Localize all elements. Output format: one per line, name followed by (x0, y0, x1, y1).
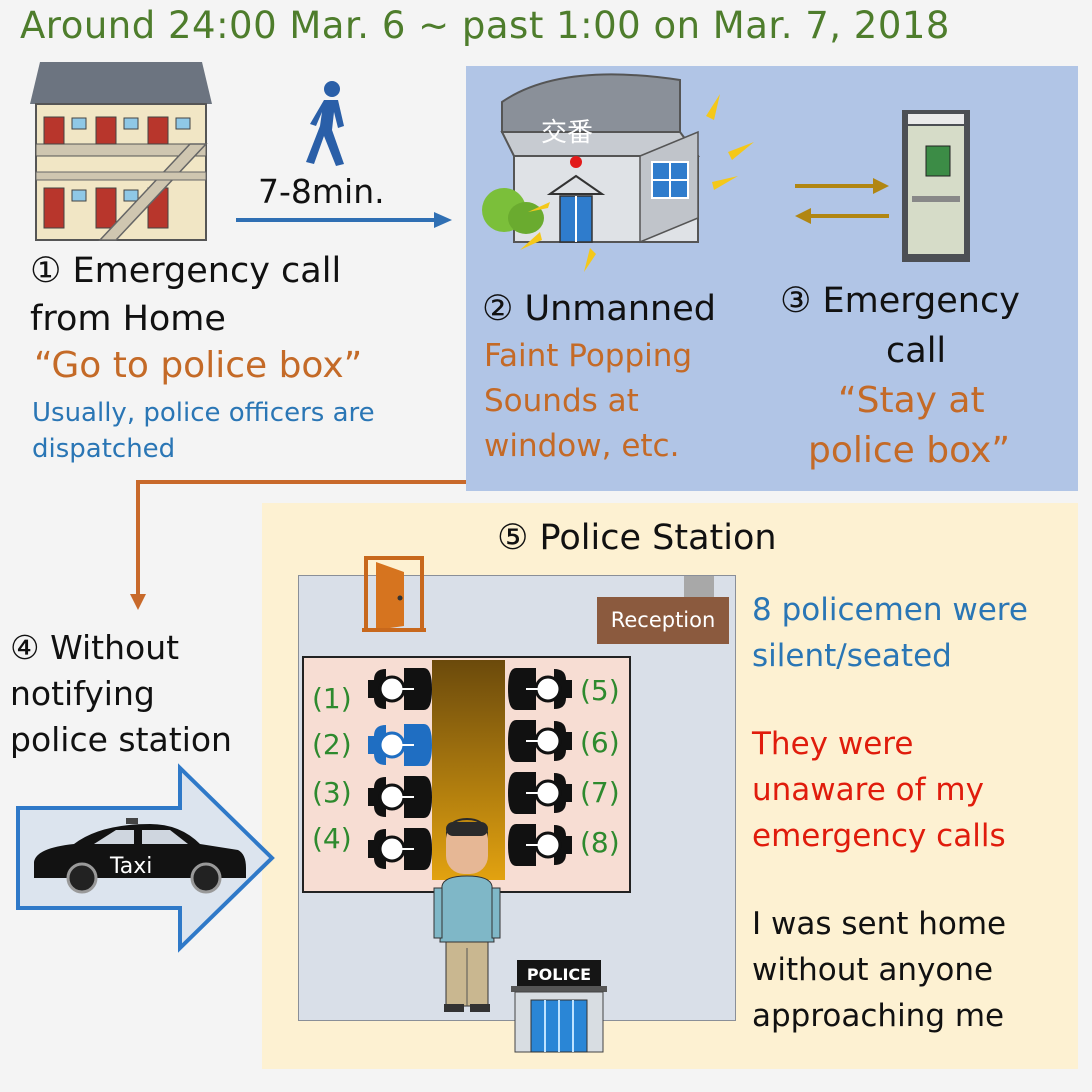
fact1-line1: 8 policemen were (752, 592, 1028, 628)
step1-quote: “Go to police box” (34, 345, 363, 386)
reception-pillar (684, 576, 714, 598)
taxi-icon (34, 818, 246, 894)
step1-heading-line2: from Home (30, 299, 226, 339)
seat-number-8: (8) (580, 826, 620, 859)
police-sign: POLICE (526, 965, 592, 984)
step1-heading-line1: ① Emergency call (30, 251, 342, 291)
step3-quote-line1: “Stay at (838, 380, 985, 421)
fact2-line2: unaware of my (752, 772, 984, 808)
fact3-line2: without anyone (752, 952, 994, 988)
seat-number-6: (6) (580, 726, 620, 759)
call-exchange-arrows (795, 178, 889, 224)
seat-number-5: (5) (580, 674, 620, 707)
step3-heading-line2: call (886, 331, 947, 371)
seat-number-4: (4) (312, 822, 352, 855)
officer-3-icon (368, 776, 432, 818)
officer-8-icon (508, 824, 572, 866)
police-box-icon (482, 73, 754, 272)
officer-5-icon (508, 668, 572, 710)
fact2-line1: They were (752, 726, 914, 762)
seat-number-1: (1) (312, 682, 352, 715)
seat-number-2: (2) (312, 728, 352, 761)
step5-heading: ⑤ Police Station (497, 518, 777, 558)
officer-2-icon (368, 724, 432, 766)
walking-person-icon (306, 81, 344, 166)
step4-line2: notifying (10, 674, 155, 713)
seat-number-3: (3) (312, 776, 352, 809)
step1-note-line2: dispatched (32, 434, 176, 464)
taxi-label: Taxi (110, 854, 153, 879)
step2-note-line2: Sounds at (484, 383, 639, 419)
door-icon (362, 556, 426, 632)
step1-note-line1: Usually, police officers are (32, 398, 375, 428)
step2-heading: ② Unmanned (482, 289, 716, 329)
page-title: Around 24:00 Mar. 6 ~ past 1:00 on Mar. … (20, 4, 950, 47)
to-taxi-arrow (130, 480, 466, 610)
walk-time-label: 7-8min. (258, 172, 385, 211)
police-box-sign: 交番 (541, 118, 594, 148)
police-station-building-icon (511, 960, 607, 1053)
step2-note-line3: window, etc. (484, 428, 680, 464)
step3-quote-line2: police box” (808, 430, 1010, 471)
step4-line3: police station (10, 720, 232, 759)
home-apartment-icon (30, 62, 212, 241)
officer-7-icon (508, 772, 572, 814)
step2-note-line1: Faint Popping (484, 338, 693, 374)
phone-booth-icon (902, 110, 970, 262)
walk-arrow (236, 212, 452, 228)
officer-6-icon (508, 720, 572, 762)
standing-person-icon (433, 818, 501, 1012)
officer-1-icon (368, 668, 432, 710)
step3-heading-line1: ③ Emergency (780, 281, 1020, 321)
fact3-line3: approaching me (752, 998, 1005, 1034)
reception-desk: Reception (597, 597, 729, 644)
fact1-line2: silent/seated (752, 638, 952, 674)
seat-number-7: (7) (580, 776, 620, 809)
officer-4-icon (368, 828, 432, 870)
fact2-line3: emergency calls (752, 818, 1006, 854)
step4-line1: ④ Without (10, 628, 180, 667)
fact3-line1: I was sent home (752, 906, 1007, 942)
